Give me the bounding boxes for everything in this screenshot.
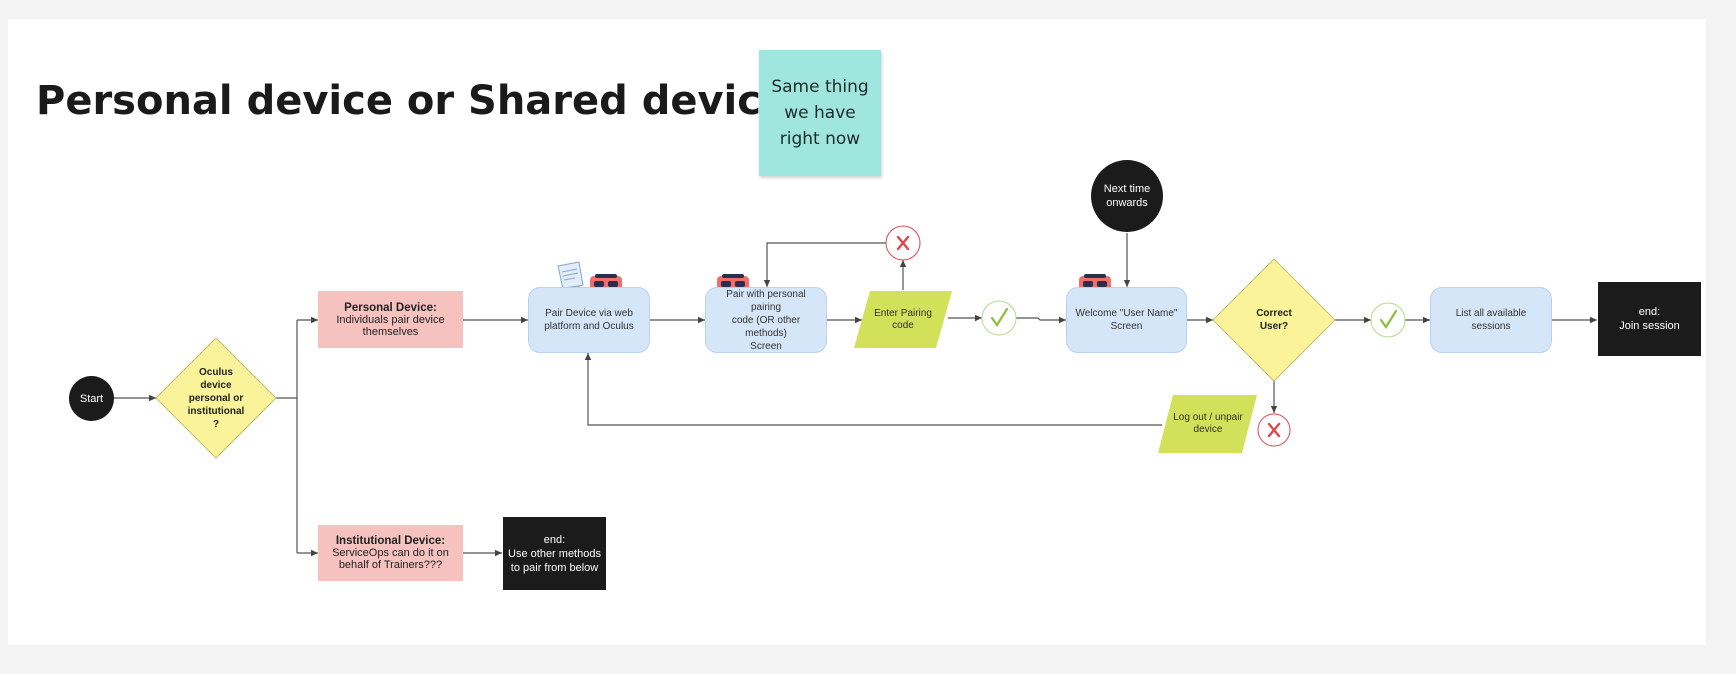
institutional-device-box[interactable]: Institutional Device: ServiceOps can do … [318,525,463,581]
pair-device-web-box[interactable]: Pair Device via web platform and Oculus [528,287,650,353]
edge-logout-back-to-pair-web [584,353,1162,426]
decision-correct-user[interactable] [1212,258,1336,382]
welcome-user-screen-box[interactable]: Welcome "User Name" Screen [1066,287,1187,353]
logout-unpair-label: Log out / unpair device [1173,412,1243,435]
personal-device-text: Individuals pair device themselves [336,313,445,338]
x-icon [1257,413,1291,447]
input-logout-unpair[interactable] [1158,395,1257,453]
institutional-device-text: ServiceOps can do it on behalf of Traine… [332,547,449,571]
edge-decision-split [276,320,298,553]
edge-check-to-welcome [1016,316,1066,324]
decision-oculus-label: Oculus device personal or institutional … [187,366,245,430]
personal-device-box[interactable]: Personal Device: Individuals pair device… [318,291,463,348]
input-enter-pairing-code[interactable] [854,291,952,348]
decision-oculus-device-type[interactable] [155,337,277,459]
institutional-device-heading: Institutional Device: [335,535,446,547]
check-icon [981,300,1017,336]
decision-correct-user-label: Correct User? [1256,308,1292,332]
pair-personal-code-box[interactable]: Pair with personal pairing code (OR othe… [705,287,827,353]
next-time-onwards-node[interactable]: Next time onwards [1091,160,1163,232]
check-icon [1370,302,1406,338]
page-title: Personal device or Shared device? [36,78,812,124]
start-node[interactable]: Start [69,376,114,421]
sticky-note[interactable]: Same thing we have right now [759,50,881,176]
end-join-session-node[interactable]: end: Join session [1598,282,1701,356]
personal-device-heading: Personal Device: [344,301,437,314]
list-sessions-box[interactable]: List all available sessions [1430,287,1552,353]
end-other-methods-node[interactable]: end: Use other methods to pair from belo… [503,517,606,590]
enter-pairing-code-label: Enter Pairing code [874,307,932,331]
edge-loop-back-to-pair-code [763,242,888,287]
x-icon [885,225,921,261]
